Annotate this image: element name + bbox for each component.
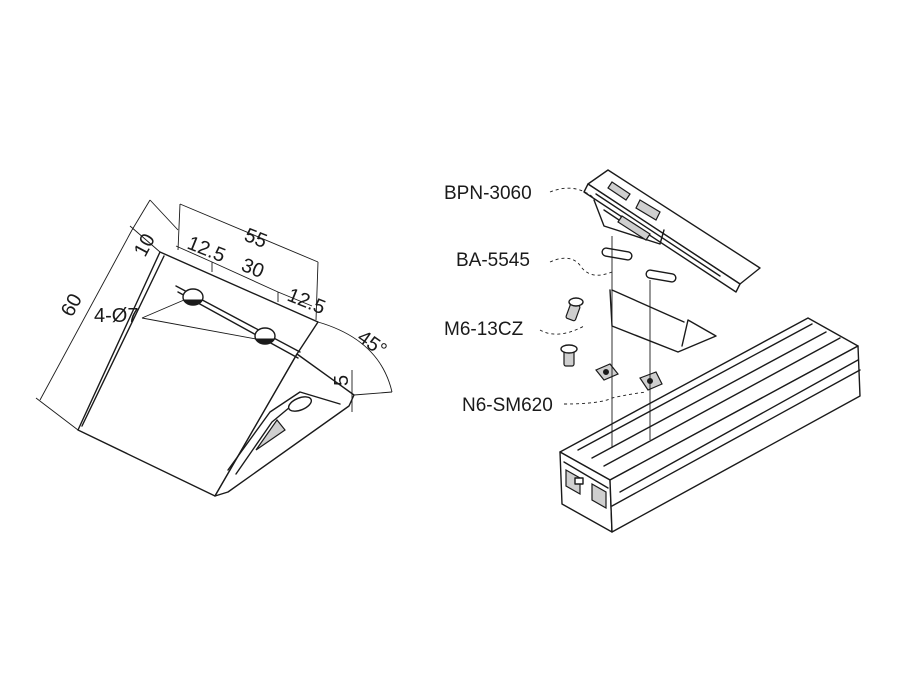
leader-ba (549, 257, 613, 276)
leader-m6 (539, 325, 585, 335)
dim-line-10 (131, 199, 151, 231)
dim-line-60 (39, 229, 133, 401)
dim-arc-45 (317, 321, 393, 393)
bracket-bottom-face (214, 353, 355, 497)
dim-top-offset: 10 (130, 230, 160, 260)
dim-edge-left: 12.5 (184, 232, 228, 267)
assembly-drawing: BPN-3060 BA-5545 M6-13CZ N6-SM620 (444, 169, 861, 533)
cover-part (583, 169, 761, 293)
dim-length: 55 (241, 224, 270, 253)
hole-leader (141, 299, 257, 340)
dim-holes: 4-Ø7 (94, 305, 138, 327)
bracket-rib (227, 391, 341, 471)
leader-bpn (549, 187, 595, 199)
dim-angle: 45° (353, 326, 390, 361)
part-label-bpn: BPN-3060 (444, 183, 532, 204)
part-label-ba: BA-5545 (456, 250, 530, 271)
dim-line-55 (179, 203, 319, 263)
dim-hole-spacing: 30 (238, 254, 267, 283)
leader-n6 (563, 391, 647, 405)
part-label-n6: N6-SM620 (462, 395, 553, 416)
dim-height: 60 (57, 290, 87, 320)
bracket-bottom-hole (287, 396, 313, 412)
t-nuts (595, 363, 663, 391)
screws (560, 297, 584, 367)
dim-thickness: 5 (331, 375, 353, 386)
part-label-m6: M6-13CZ (444, 319, 524, 340)
angle-bracket-drawing: 60 10 55 12.5 30 12.5 4-Ø7 45° 5 (35, 199, 393, 497)
extrusion-profile (559, 317, 861, 533)
bracket-sloped-face (77, 251, 319, 497)
